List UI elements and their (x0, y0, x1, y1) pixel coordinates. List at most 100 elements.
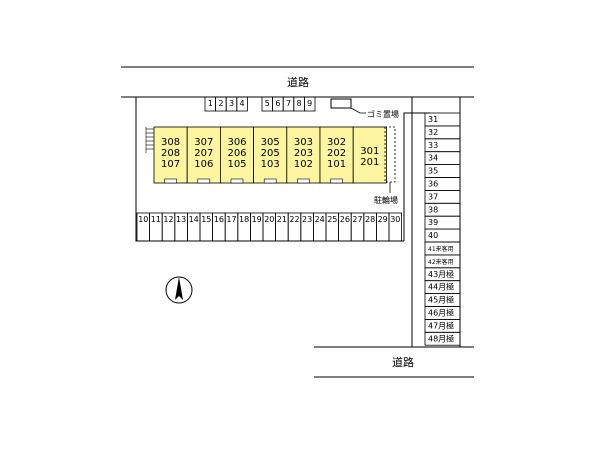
parking-space-19: 19 (249, 212, 264, 242)
parking-space-42来客用: 42来客用 (424, 254, 461, 269)
parking-number: 37 (428, 192, 438, 201)
unit-number: 306 (227, 137, 246, 148)
parking-number: 16 (214, 215, 224, 224)
site-boundary-east-strip (411, 112, 430, 347)
garbage-area-label: ゴミ置場 (367, 109, 399, 119)
parking-space-25: 25 (325, 212, 340, 242)
garbage-area (330, 98, 352, 109)
unit-number: 307 (194, 137, 213, 148)
unit-number: 305 (261, 137, 280, 148)
parking-space-1: 1 (204, 96, 217, 112)
parking-space-33: 33 (424, 138, 461, 153)
unit-entrance (197, 178, 211, 184)
parking-space-5: 5 (261, 96, 274, 112)
unit-number: 102 (294, 159, 313, 170)
parking-number: 47月極 (428, 320, 454, 330)
parking-number: 19 (252, 215, 262, 224)
unit-number: 202 (327, 148, 346, 159)
parking-space-8: 8 (293, 96, 305, 112)
parking-number: 31 (428, 115, 438, 124)
parking-number: 38 (428, 205, 438, 214)
parking-number: 12 (163, 215, 173, 224)
parking-number: 8 (297, 99, 302, 108)
parking-space-46月極: 46月極 (424, 306, 461, 320)
parking-space-34: 34 (424, 151, 461, 165)
unit-number: 107 (161, 159, 180, 170)
parking-number: 2 (218, 99, 223, 108)
unit-number: 106 (194, 159, 213, 170)
unit-number: 303 (294, 137, 313, 148)
parking-number: 27 (352, 215, 362, 224)
parking-number: 28 (365, 215, 375, 224)
parking-number: 43月極 (428, 269, 454, 279)
bike-parking-label: 駐輪場 (374, 195, 398, 205)
parking-space-29: 29 (375, 212, 390, 242)
parking-number: 3 (229, 99, 234, 108)
parking-number: 9 (307, 99, 312, 108)
top-road-label: 道路 (287, 75, 309, 89)
right-parking-column: 3132333435363738394041来客用42来客用43月極44月極45… (424, 112, 461, 346)
parking-number: 46月極 (428, 308, 454, 318)
parking-space-45月極: 45月極 (424, 293, 461, 307)
parking-space-17: 17 (224, 212, 239, 242)
parking-space-21: 21 (275, 212, 289, 242)
parking-number: 18 (239, 215, 249, 224)
unit-number: 208 (161, 148, 180, 159)
parking-number: 26 (340, 215, 350, 224)
unit-number: 207 (194, 148, 213, 159)
parking-number: 24 (315, 215, 325, 224)
parking-number: 32 (428, 128, 438, 137)
parking-space-14: 14 (186, 212, 201, 242)
parking-number: 15 (201, 215, 211, 224)
parking-number: 39 (428, 218, 438, 227)
parking-space-2: 2 (215, 96, 227, 112)
parking-number: 1 (208, 99, 213, 108)
parking-space-41来客用: 41来客用 (424, 241, 461, 256)
parking-space-39: 39 (424, 215, 461, 230)
parking-number: 34 (428, 154, 438, 163)
site-boundary-east-inner (403, 97, 413, 241)
parking-space-7: 7 (282, 96, 295, 112)
unit-number: 308 (161, 137, 180, 148)
parking-space-16: 16 (212, 212, 226, 242)
parking-number: 33 (428, 141, 438, 150)
unit-number: 201 (360, 157, 379, 168)
parking-space-12: 12 (161, 212, 176, 242)
parking-number: 21 (277, 215, 287, 224)
parking-number: 10 (138, 215, 148, 224)
parking-space-26: 26 (338, 212, 352, 242)
parking-space-15: 15 (199, 212, 214, 242)
parking-number: 41来客用 (428, 245, 454, 253)
parking-space-32: 32 (424, 125, 461, 140)
parking-number: 14 (189, 215, 199, 224)
parking-number: 13 (176, 215, 186, 224)
parking-number: 4 (240, 99, 245, 108)
parking-number: 30 (390, 215, 400, 224)
north-arrow-icon (165, 276, 193, 304)
parking-number: 48月極 (428, 333, 454, 343)
unit-number: 103 (261, 159, 280, 170)
parking-number: 25 (327, 215, 337, 224)
parking-space-22: 22 (287, 212, 302, 242)
parking-space-27: 27 (350, 212, 365, 242)
bottom-road-label: 道路 (392, 355, 414, 369)
parking-number: 6 (275, 99, 280, 108)
parking-space-43月極: 43月極 (424, 267, 461, 282)
parking-space-28: 28 (363, 212, 377, 242)
parking-space-13: 13 (174, 212, 188, 242)
parking-number: 42来客用 (428, 258, 454, 266)
apartment-building: 3082081073072071063062061053052051033032… (153, 126, 387, 184)
parking-number: 44月極 (428, 282, 454, 292)
unit-number: 105 (227, 159, 246, 170)
unit-entrance (164, 178, 177, 184)
unit-entrance (330, 178, 343, 184)
